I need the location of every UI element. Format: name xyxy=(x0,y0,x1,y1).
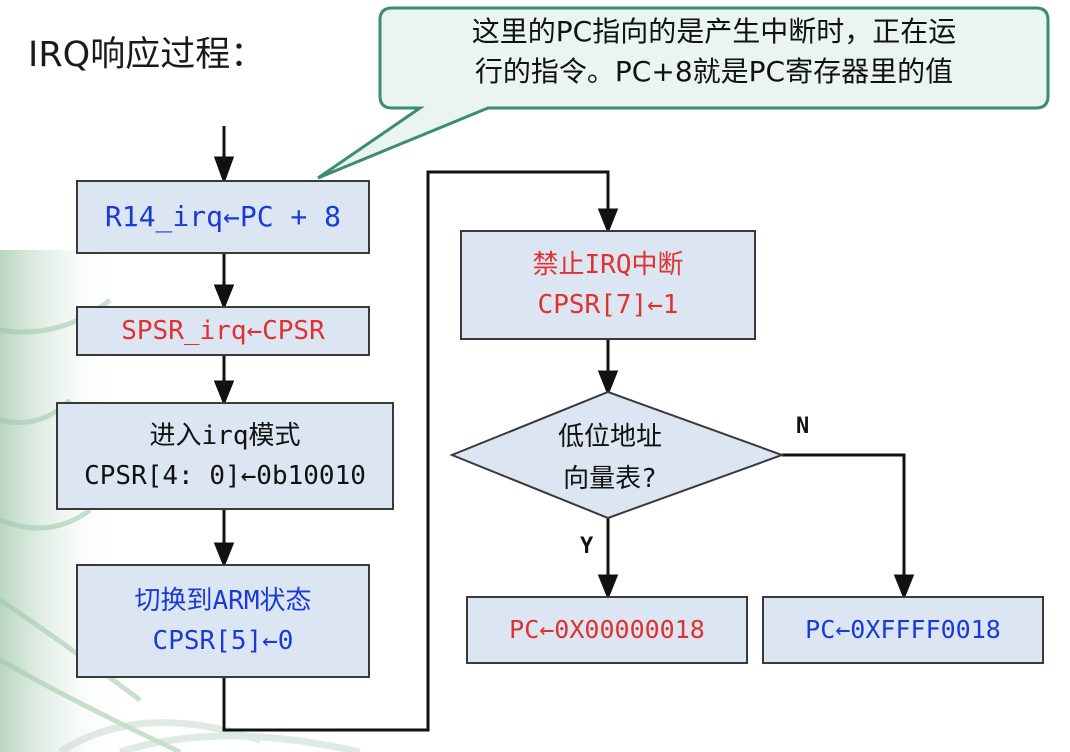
arrow-head-icon xyxy=(597,574,619,601)
arrow-head-icon xyxy=(893,574,915,601)
step-save-cpsr-label: SPSR_irq←CPSR xyxy=(121,316,325,346)
step-enter-irq-mode-line1: 进入irq模式 xyxy=(149,421,301,451)
arrow-head-icon xyxy=(597,208,619,235)
arrow-head-icon xyxy=(213,542,235,569)
decision-label-line2: 向量表? xyxy=(563,464,657,494)
callout-text: 这里的PC指向的是产生中断时，正在运 行的指令。PC+8就是PC寄存器里的值 xyxy=(380,12,1048,92)
step-save-return-address-label: R14_irq←PC + 8 xyxy=(104,200,341,233)
result-high-vector-label: PC←0XFFFF0018 xyxy=(805,615,1001,644)
result-high-vector: PC←0XFFFF0018 xyxy=(762,596,1044,664)
branch-yes-label: Y xyxy=(580,534,594,559)
step-save-return-address: R14_irq←PC + 8 xyxy=(76,180,370,254)
arrow-head-icon xyxy=(213,380,235,407)
arrow-head-icon xyxy=(213,156,235,185)
result-low-vector-label: PC←0X00000018 xyxy=(509,615,705,644)
step-switch-arm: 切换到ARM状态 CPSR[5]←0 xyxy=(76,564,370,678)
callout-line-2: 行的指令。PC+8就是PC寄存器里的值 xyxy=(474,55,954,88)
branch-no-label: N xyxy=(796,414,810,439)
arrow-head-icon xyxy=(597,370,619,397)
step-enter-irq-mode-line2: CPSR[4: 0]←0b10010 xyxy=(84,461,366,491)
step-disable-irq-line1: 禁止IRQ中断 xyxy=(532,250,684,280)
step-save-cpsr: SPSR_irq←CPSR xyxy=(76,306,370,356)
callout-line-1: 这里的PC指向的是产生中断时，正在运 xyxy=(471,15,957,48)
step-disable-irq-line2: CPSR[7]←1 xyxy=(537,290,679,320)
result-low-vector: PC←0X00000018 xyxy=(466,596,748,664)
decision-label-line1: 低位地址 xyxy=(557,422,662,452)
step-disable-irq: 禁止IRQ中断 CPSR[7]←1 xyxy=(460,230,756,340)
decision-diamond xyxy=(449,390,785,520)
step-switch-arm-line1: 切换到ARM状态 xyxy=(134,586,312,616)
slide-title: IRQ响应过程： xyxy=(28,35,266,75)
step-enter-irq-mode: 进入irq模式 CPSR[4: 0]←0b10010 xyxy=(56,402,394,510)
arrow-head-icon xyxy=(213,284,235,311)
step-switch-arm-line2: CPSR[5]←0 xyxy=(152,626,294,656)
callout-bubble xyxy=(317,6,1050,180)
